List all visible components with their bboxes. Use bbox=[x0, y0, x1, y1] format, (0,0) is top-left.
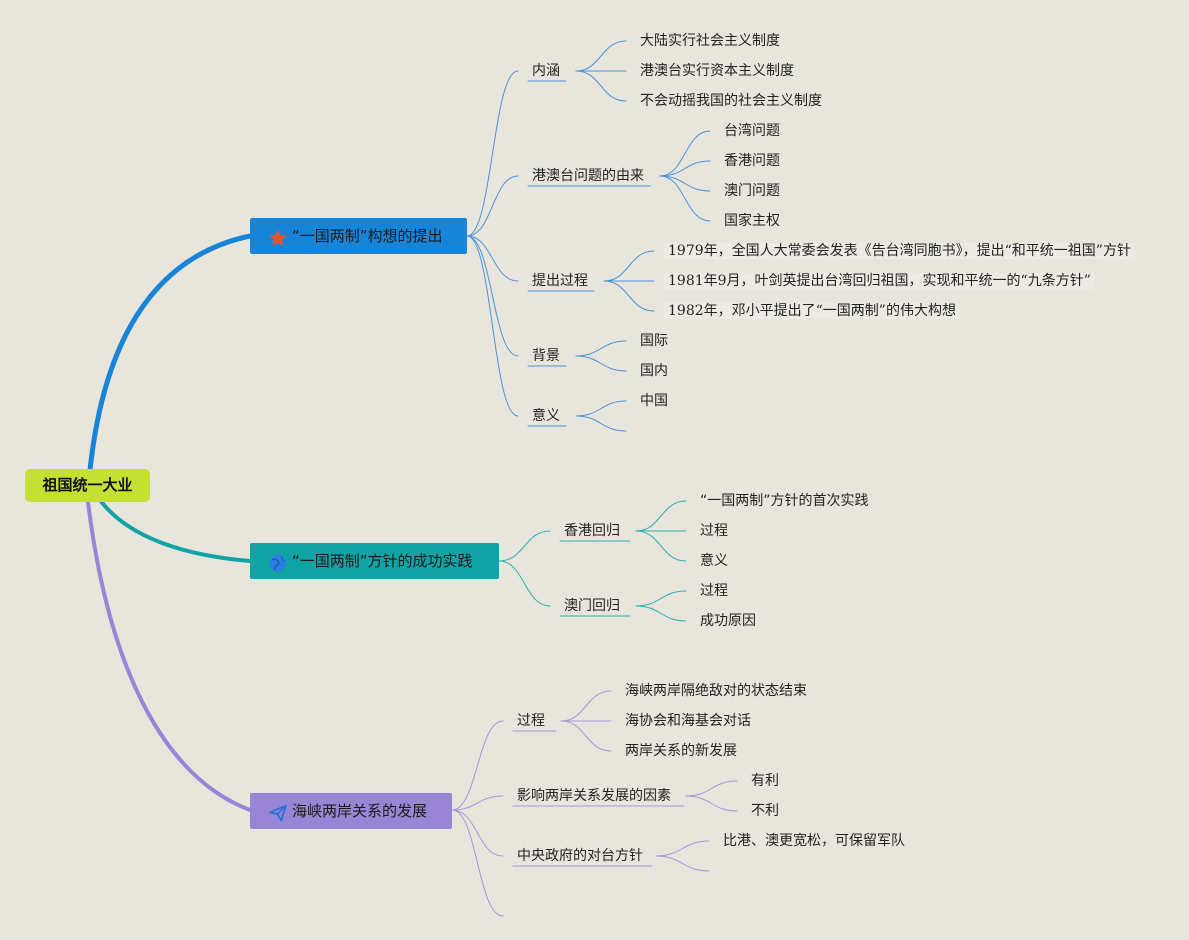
leaf-connector bbox=[575, 355, 627, 372]
subtopic-node[interactable]: 内涵 bbox=[528, 61, 564, 81]
star-icon bbox=[268, 225, 288, 246]
leaf-node[interactable]: 台湾问题 bbox=[720, 121, 784, 141]
leaf-connector bbox=[603, 250, 655, 282]
leaf-node[interactable]: 1981年9月，叶剑英提出台湾回归祖国，实现和平统一的“九条方针” bbox=[664, 271, 1095, 291]
leaf-node[interactable]: 不会动摇我国的社会主义制度 bbox=[636, 91, 826, 111]
branch-connector bbox=[451, 795, 504, 811]
leaf-node[interactable]: 过程 bbox=[696, 581, 732, 601]
leaf-node[interactable]: 过程 bbox=[696, 521, 732, 541]
branch-connector bbox=[451, 720, 504, 811]
leaf-connector bbox=[635, 590, 687, 607]
leaf-node[interactable]: 成功原因 bbox=[696, 611, 760, 631]
leaf-connector bbox=[575, 415, 627, 432]
leaf-node[interactable]: 国家主权 bbox=[720, 211, 784, 231]
leaf-connector bbox=[635, 530, 687, 562]
branch-connector bbox=[451, 809, 504, 857]
leaf-node[interactable]: 国际 bbox=[636, 331, 672, 351]
leaf-node[interactable]: “一国两制”方针的首次实践 bbox=[696, 491, 873, 511]
leaf-node[interactable]: 不利 bbox=[747, 801, 783, 821]
leaf-connector bbox=[659, 160, 711, 177]
root-connector-2 bbox=[98, 498, 252, 563]
branch-connector bbox=[466, 235, 519, 417]
subtopic-node[interactable]: 过程 bbox=[513, 711, 549, 731]
leaf-connector bbox=[603, 280, 655, 312]
leaf-connector bbox=[575, 340, 627, 357]
branch-label: “一国两制”方针的成功实践 bbox=[292, 552, 473, 570]
branch-connector bbox=[466, 175, 519, 237]
leaf-node[interactable]: 国内 bbox=[636, 361, 672, 381]
root-node[interactable]: 祖国统一大业 bbox=[25, 469, 150, 502]
leaf-node[interactable]: 港澳台实行资本主义制度 bbox=[636, 61, 798, 81]
branch-connector bbox=[466, 70, 519, 237]
subtopic-node[interactable]: 意义 bbox=[528, 406, 564, 426]
leaf-connector bbox=[635, 500, 687, 532]
branch-node-cross-strait-relations[interactable]: 海峡两岸关系的发展 bbox=[250, 793, 452, 829]
leaf-connector bbox=[685, 795, 738, 812]
branch-connector bbox=[451, 809, 504, 917]
branch-node-one-country-two-systems-proposal[interactable]: “一国两制”构想的提出 bbox=[250, 218, 467, 254]
subtopic-node[interactable]: 影响两岸关系发展的因素 bbox=[513, 786, 675, 806]
leaf-connector bbox=[655, 840, 710, 857]
leaf-node[interactable]: 大陆实行社会主义制度 bbox=[636, 31, 784, 51]
paper-plane-icon bbox=[268, 800, 288, 821]
leaf-node[interactable]: 比港、澳更宽松，可保留军队 bbox=[719, 831, 909, 851]
leaf-connector bbox=[575, 70, 627, 102]
branch-connector bbox=[498, 530, 551, 562]
globe-icon bbox=[268, 550, 288, 571]
subtopic-node[interactable]: 港澳台问题的由来 bbox=[528, 166, 648, 186]
leaf-connector bbox=[560, 690, 612, 722]
leaf-connector bbox=[575, 400, 627, 417]
subtopic-node[interactable]: 提出过程 bbox=[528, 271, 592, 291]
leaf-connector bbox=[655, 855, 710, 872]
root-connector-3 bbox=[86, 500, 252, 812]
leaf-node[interactable]: 中国 bbox=[636, 391, 672, 411]
leaf-node[interactable]: 1982年，邓小平提出了“一国两制”的伟大构想 bbox=[664, 301, 960, 321]
leaf-connector bbox=[560, 720, 612, 752]
leaf-connector bbox=[659, 175, 711, 192]
branch-connector bbox=[466, 235, 519, 357]
subtopic-node[interactable]: 背景 bbox=[528, 346, 564, 366]
leaf-node[interactable]: 海协会和海基会对话 bbox=[621, 711, 755, 731]
leaf-node[interactable]: 意义 bbox=[696, 551, 732, 571]
branch-connector bbox=[498, 560, 551, 607]
leaf-node[interactable]: 香港问题 bbox=[720, 151, 784, 171]
leaf-node[interactable]: 澳门问题 bbox=[720, 181, 784, 201]
leaf-node[interactable]: 1979年，全国人大常委会发表《告台湾同胞书》，提出“和平统一祖国”方针 bbox=[664, 241, 1135, 261]
leaf-connector bbox=[659, 175, 711, 222]
branch-label: 海峡两岸关系的发展 bbox=[292, 802, 428, 820]
subtopic-node[interactable]: 中央政府的对台方针 bbox=[513, 846, 647, 866]
branch-node-successful-practice[interactable]: “一国两制”方针的成功实践 bbox=[250, 543, 499, 579]
leaf-node[interactable]: 两岸关系的新发展 bbox=[621, 741, 741, 761]
branch-label: “一国两制”构想的提出 bbox=[292, 227, 443, 245]
leaf-connector bbox=[635, 605, 687, 622]
leaf-node[interactable]: 有利 bbox=[747, 771, 783, 791]
leaf-connector bbox=[575, 40, 627, 72]
leaf-connector bbox=[659, 130, 711, 177]
subtopic-node[interactable]: 澳门回归 bbox=[560, 596, 624, 616]
root-connector-1 bbox=[87, 233, 253, 473]
subtopic-node[interactable]: 香港回归 bbox=[560, 521, 624, 541]
leaf-node[interactable]: 海峡两岸隔绝敌对的状态结束 bbox=[621, 681, 811, 701]
leaf-connector bbox=[685, 780, 738, 797]
branch-connector bbox=[466, 235, 519, 282]
